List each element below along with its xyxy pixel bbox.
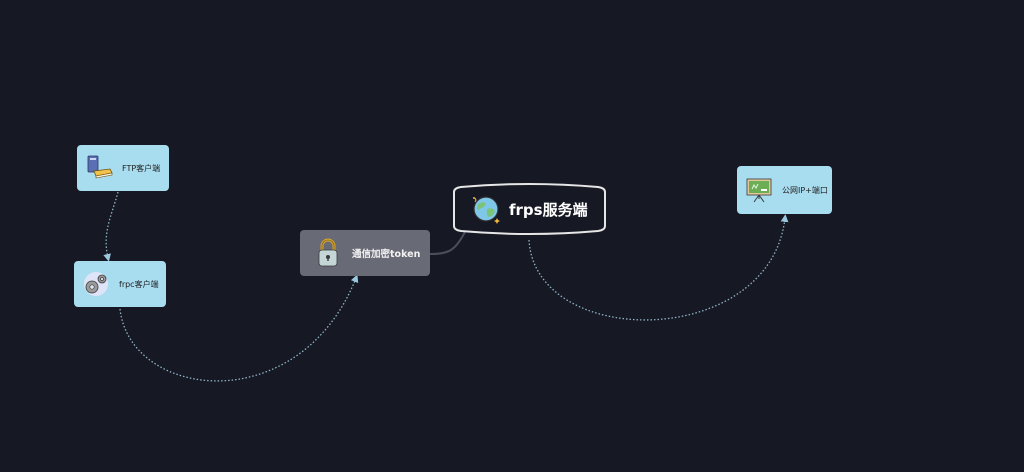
node-public-ip-port[interactable]: 公网IP+端口 (737, 166, 832, 214)
node-token[interactable]: 通信加密token (300, 230, 430, 276)
node-ftp-client[interactable]: FTP客户端 (77, 145, 169, 191)
globe-icon (473, 196, 500, 224)
link-ftp-to-frpc (103, 191, 119, 262)
root-frame (453, 183, 606, 235)
node-label: frpc客户端 (119, 279, 159, 289)
chalkboard-icon (746, 178, 772, 203)
books-icon (87, 155, 113, 179)
node-root-frps-server[interactable]: frps服务端 (451, 182, 608, 236)
padlock-icon (318, 238, 338, 267)
root-label: frps服务端 (509, 200, 588, 219)
node-frpc-client[interactable]: frpc客户端 (74, 261, 166, 307)
gears-icon (84, 272, 108, 296)
node-label: 通信加密token (352, 249, 421, 260)
node-label: FTP客户端 (122, 163, 161, 173)
node-label: 公网IP+端口 (782, 185, 828, 195)
